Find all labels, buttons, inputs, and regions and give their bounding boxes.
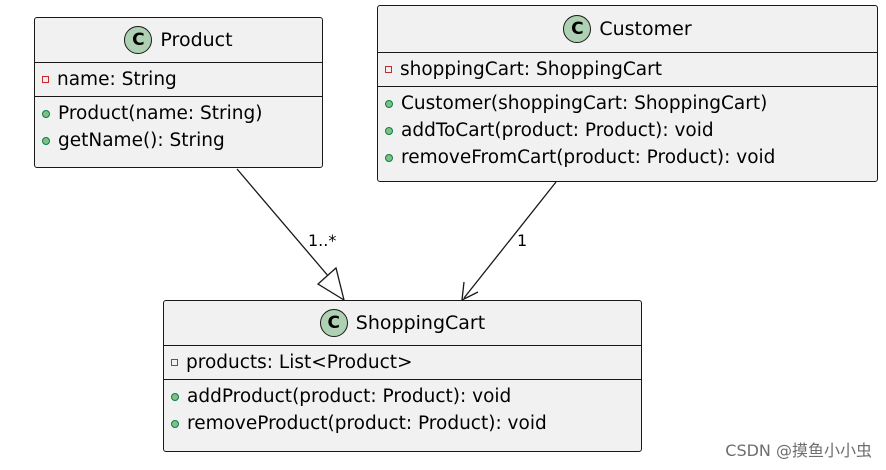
public-visibility-icon xyxy=(385,126,393,135)
attribute-text: shoppingCart: ShoppingCart xyxy=(400,59,662,80)
method-row: Product(name: String) xyxy=(42,100,322,127)
multiplicity-customer: 1 xyxy=(517,231,528,250)
attributes-section: name: String xyxy=(35,62,322,96)
public-visibility-icon xyxy=(385,153,393,162)
private-visibility-icon xyxy=(171,359,178,366)
customer-association-line xyxy=(463,181,557,299)
public-visibility-icon xyxy=(42,136,50,145)
method-row: removeFromCart(product: Product): void xyxy=(385,144,877,171)
methods-section: Product(name: String) getName(): String xyxy=(35,96,322,157)
class-header: C Customer xyxy=(378,6,877,52)
public-visibility-icon xyxy=(42,109,50,118)
generalization-arrowhead xyxy=(316,266,346,302)
method-row: getName(): String xyxy=(42,127,322,154)
method-text: removeFromCart(product: Product): void xyxy=(401,147,776,168)
method-row: removeProduct(product: Product): void xyxy=(171,410,641,437)
attribute-row: shoppingCart: ShoppingCart xyxy=(385,56,877,83)
class-name: Customer xyxy=(599,18,692,40)
product-generalization-line xyxy=(236,168,336,285)
method-text: removeProduct(product: Product): void xyxy=(187,413,547,434)
class-shoppingcart[interactable]: C ShoppingCart products: List<Product> a… xyxy=(163,300,642,452)
class-name: Product xyxy=(160,29,233,51)
method-text: addProduct(product: Product): void xyxy=(187,386,512,407)
attribute-row: name: String xyxy=(42,66,322,93)
methods-section: Customer(shoppingCart: ShoppingCart) add… xyxy=(378,86,877,174)
method-text: addToCart(product: Product): void xyxy=(401,120,714,141)
public-visibility-icon xyxy=(171,392,179,401)
method-text: getName(): String xyxy=(58,130,225,151)
public-visibility-icon xyxy=(385,99,393,108)
public-visibility-icon xyxy=(171,419,179,428)
attributes-section: shoppingCart: ShoppingCart xyxy=(378,52,877,86)
private-visibility-icon xyxy=(42,76,49,83)
method-text: Customer(shoppingCart: ShoppingCart) xyxy=(401,93,768,114)
class-stereotype-icon: C xyxy=(124,26,153,54)
attributes-section: products: List<Product> xyxy=(164,345,641,379)
method-row: addToCart(product: Product): void xyxy=(385,117,877,144)
class-stereotype-icon: C xyxy=(563,15,592,43)
class-product[interactable]: C Product name: String Product(name: Str… xyxy=(34,17,323,168)
class-stereotype-icon: C xyxy=(319,309,348,337)
attribute-text: products: List<Product> xyxy=(186,352,413,373)
method-row: addProduct(product: Product): void xyxy=(171,383,641,410)
private-visibility-icon xyxy=(385,66,392,73)
methods-section: addProduct(product: Product): void remov… xyxy=(164,379,641,440)
class-header: C Product xyxy=(35,18,322,62)
attribute-text: name: String xyxy=(57,69,177,90)
class-name: ShoppingCart xyxy=(355,312,486,334)
class-customer[interactable]: C Customer shoppingCart: ShoppingCart Cu… xyxy=(377,5,878,182)
method-text: Product(name: String) xyxy=(58,103,263,124)
multiplicity-product: 1..* xyxy=(308,231,337,250)
attribute-row: products: List<Product> xyxy=(171,349,641,376)
method-row: Customer(shoppingCart: ShoppingCart) xyxy=(385,90,877,117)
watermark: CSDN @摸鱼小小虫 xyxy=(725,441,872,460)
class-header: C ShoppingCart xyxy=(164,301,641,345)
